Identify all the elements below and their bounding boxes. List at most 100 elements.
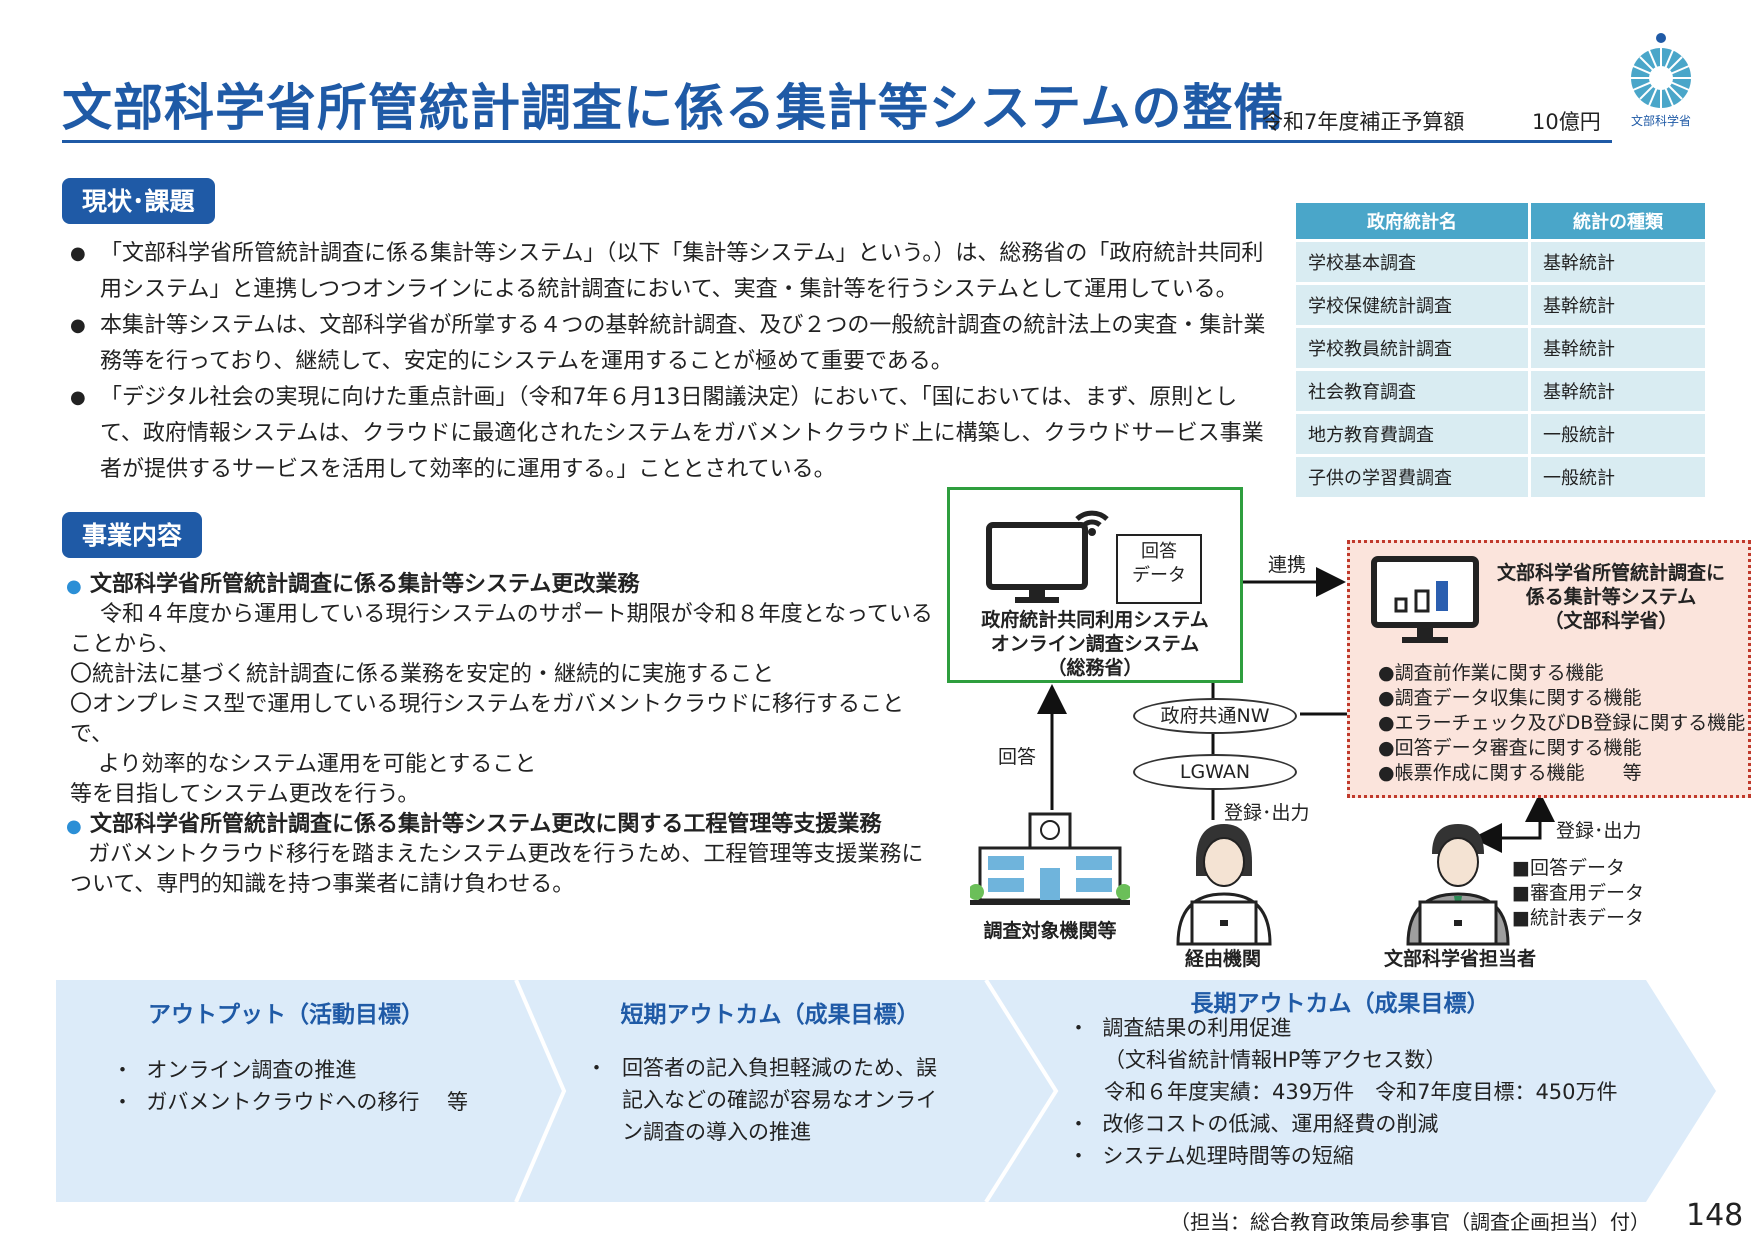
short-term-title: 短期アウトカム（成果目標） xyxy=(620,1002,920,1028)
output-item: ・ ガバメントクラウドへの移行 等 xyxy=(112,1090,469,1114)
business-item-1-line: 〇統計法に基づく統計調査に係る業務を安定的・継続的に実施すること xyxy=(70,662,775,687)
budget-label: 令和7年度補正予算額 xyxy=(1262,110,1465,134)
table-cell: 子供の学習費調査 xyxy=(1296,457,1528,497)
table-row: 子供の学習費調査一般統計 xyxy=(1296,457,1705,497)
table-cell: 学校基本調査 xyxy=(1296,242,1528,282)
table-cell: 社会教育調査 xyxy=(1296,371,1528,411)
table-cell: 一般統計 xyxy=(1531,457,1705,497)
statistics-table-wrap: 政府統計名 統計の種類 学校基本調査基幹統計 学校保健統計調査基幹統計 学校教員… xyxy=(1293,200,1708,500)
business-item-1-title: ● 文部科学省所管統計調査に係る集計等システム更改業務 xyxy=(66,570,940,600)
function-item: ●帳票作成に関する機能 等 xyxy=(1378,762,1642,784)
business-item-1-line: より効率的なシステム運用を可能とすること xyxy=(98,752,537,777)
short-term-item: ・回答者の記入負担軽減のため、誤記入などの確認が容易なオンライン調査の導入の推進 xyxy=(586,1052,946,1148)
status-bullet-3: 「デジタル社会の実現に向けた重点計画」（令和7年６月13日閣議決定）において、「… xyxy=(70,380,1270,488)
status-heading: 現状･課題 xyxy=(62,178,215,224)
mext-logo: 文部科学省 xyxy=(1626,28,1696,132)
business-item-2-line: ガバメントクラウド移行を踏まえたシステム更改を行うため、工程管理等支援業務に xyxy=(88,842,924,867)
mext-system-label: 文部科学省所管統計調査に 係る集計等システム （文部科学省） xyxy=(1496,562,1725,632)
long-term-sub: （文科省統計情報HP等アクセス数） xyxy=(1104,1048,1447,1072)
short-term-list: ・回答者の記入負担軽減のため、誤記入などの確認が容易なオンライン調査の導入の推進 xyxy=(586,1052,946,1148)
output-item-text: オンライン調査の推進 xyxy=(146,1058,357,1082)
person-laptop-icon xyxy=(1176,824,1272,946)
business-item-1-line: 等を目指してシステム更改を行う。 xyxy=(70,782,420,807)
mext-logo-icon xyxy=(1631,33,1691,108)
long-term-item: ・ システム処理時間等の短縮 xyxy=(1068,1144,1354,1168)
statistics-table: 政府統計名 統計の種類 学校基本調査基幹統計 学校保健統計調査基幹統計 学校教員… xyxy=(1293,200,1708,500)
long-term-item: ・ 調査結果の利用促進 xyxy=(1068,1016,1292,1040)
mext-staff-label: 文部科学省担当者 xyxy=(1383,948,1536,970)
data-type-item: ■回答データ xyxy=(1512,857,1625,879)
business-item-1-title-text: 文部科学省所管統計調査に係る集計等システム更改業務 xyxy=(90,572,640,597)
table-cell: 基幹統計 xyxy=(1531,242,1705,282)
table-cell: 基幹統計 xyxy=(1531,328,1705,368)
data-type-item: ■審査用データ xyxy=(1512,882,1644,904)
monitor-wifi-icon xyxy=(986,510,1109,603)
status-bullet-2: 本集計等システムは、文部科学省が所掌する４つの基幹統計調査、及び２つの一般統計調… xyxy=(70,308,1270,380)
logo-text: 文部科学省 xyxy=(1630,114,1691,128)
table-row: 社会教育調査基幹統計 xyxy=(1296,371,1705,411)
mext-staff-arrow xyxy=(1486,792,1555,840)
target-org-label: 調査対象機関等 xyxy=(983,920,1117,942)
answer-label: 回答 xyxy=(998,746,1037,768)
business-item-2: ● 文部科学省所管統計調査に係る集計等システム更改に関する工程管理等支援業務 ガバ… xyxy=(66,810,970,900)
via-org-label: 経由機関 xyxy=(1184,948,1261,970)
status-bullet-1: 「文部科学省所管統計調査に係る集計等システム」（以下「集計等システム」という。）… xyxy=(70,236,1270,308)
long-term-list: ・ 調査結果の利用促進 （文科省統計情報HP等アクセス数） 令和６年度実績：43… xyxy=(1068,1012,1618,1172)
monitor-chart-icon xyxy=(1371,556,1479,643)
budget-value: 10億円 xyxy=(1532,110,1601,134)
long-term-item-text: システム処理時間等の短縮 xyxy=(1102,1144,1354,1168)
table-row: 学校基本調査基幹統計 xyxy=(1296,242,1705,282)
table-row: 地方教育費調査一般統計 xyxy=(1296,414,1705,454)
staff-laptop-icon xyxy=(1406,824,1510,946)
output-item-text: ガバメントクラウドへの移行 等 xyxy=(146,1090,469,1114)
output-item: ・ オンライン調査の推進 xyxy=(112,1058,357,1082)
table-row: 学校保健統計調査基幹統計 xyxy=(1296,285,1705,325)
business-item-1-line: 〇オンプレミス型で運用している現行システムをガバメントクラウドに移行することで、 xyxy=(70,692,905,747)
function-item: ●回答データ審査に関する機能 xyxy=(1378,737,1642,759)
long-term-item-text: 改修コストの低減、運用経費の削減 xyxy=(1102,1112,1439,1136)
table-header-type: 統計の種類 xyxy=(1531,203,1705,239)
function-list: ●調査前作業に関する機能 ●調査データ収集に関する機能 ●エラーチェック及びDB… xyxy=(1378,661,1745,786)
bullet-dot: ・ xyxy=(586,1056,607,1080)
bullet-dot-icon: ● xyxy=(66,816,82,837)
gov-network-oval: 政府共通NW xyxy=(1133,698,1297,734)
table-cell: 学校教員統計調査 xyxy=(1296,328,1528,368)
long-term-item-text: 調査結果の利用促進 xyxy=(1102,1016,1292,1040)
page-title: 文部科学省所管統計調査に係る集計等システムの整備 xyxy=(62,79,1285,137)
long-term-sub: 令和６年度実績：439万件 令和7年度目標：450万件 xyxy=(1104,1080,1618,1104)
function-item: ●調査データ収集に関する機能 xyxy=(1378,687,1642,709)
data-type-item: ■統計表データ xyxy=(1512,907,1644,929)
table-cell: 一般統計 xyxy=(1531,414,1705,454)
answer-data-document: 回答 データ xyxy=(1116,534,1202,604)
short-term-item-text: 回答者の記入負担軽減のため、誤記入などの確認が容易なオンライン調査の導入の推進 xyxy=(622,1056,937,1144)
register-output-label-1: 登録･出力 xyxy=(1224,802,1310,824)
table-cell: 基幹統計 xyxy=(1531,285,1705,325)
register-output-label-2: 登録･出力 xyxy=(1556,820,1642,842)
mext-system-box: 文部科学省所管統計調査に 係る集計等システム （文部科学省） ●調査前作業に関す… xyxy=(1347,540,1751,798)
table-cell: 基幹統計 xyxy=(1531,371,1705,411)
school-building-icon xyxy=(970,812,1130,905)
table-cell: 学校保健統計調査 xyxy=(1296,285,1528,325)
contact-footer: （担当：総合教育政策局参事官（調査企画担当）付） xyxy=(1170,1210,1650,1234)
business-item-2-title-text: 文部科学省所管統計調査に係る集計等システム更改に関する工程管理等支援業務 xyxy=(90,812,882,837)
link-label: 連携 xyxy=(1268,554,1307,576)
lgwan-oval: LGWAN xyxy=(1133,754,1297,790)
status-bullets: 「文部科学省所管統計調査に係る集計等システム」（以下「集計等システム」という。）… xyxy=(70,236,1270,488)
business-heading: 事業内容 xyxy=(62,512,203,558)
business-item-1-line: 令和４年度から運用している現行システムのサポート期限が令和８年度となっている xyxy=(100,602,933,627)
table-header-name: 政府統計名 xyxy=(1296,203,1528,239)
business-item-1-line: ことから、 xyxy=(70,632,181,657)
table-cell: 地方教育費調査 xyxy=(1296,414,1528,454)
bullet-dot-icon: ● xyxy=(66,576,82,597)
table-row: 学校教員統計調査基幹統計 xyxy=(1296,328,1705,368)
business-item-1: ● 文部科学省所管統計調査に係る集計等システム更改業務 令和４年度から運用している… xyxy=(66,570,940,810)
long-term-item: ・ 改修コストの低減、運用経費の削減 xyxy=(1068,1112,1439,1136)
gov-system-label: 政府統計共同利用システム オンライン調査システム （総務省） xyxy=(981,609,1209,679)
business-item-2-line: ついて、専門的知識を持つ事業者に請け負わせる。 xyxy=(70,872,575,897)
output-list: ・ オンライン調査の推進 ・ ガバメントクラウドへの移行 等 xyxy=(112,1054,468,1118)
business-item-2-title: ● 文部科学省所管統計調査に係る集計等システム更改に関する工程管理等支援業務 xyxy=(66,810,970,840)
function-item: ●エラーチェック及びDB登録に関する機能 xyxy=(1378,712,1746,734)
function-item: ●調査前作業に関する機能 xyxy=(1378,662,1604,684)
data-type-list: ■回答データ ■審査用データ ■統計表データ xyxy=(1512,856,1644,931)
output-title: アウトプット（活動目標） xyxy=(148,1002,424,1028)
